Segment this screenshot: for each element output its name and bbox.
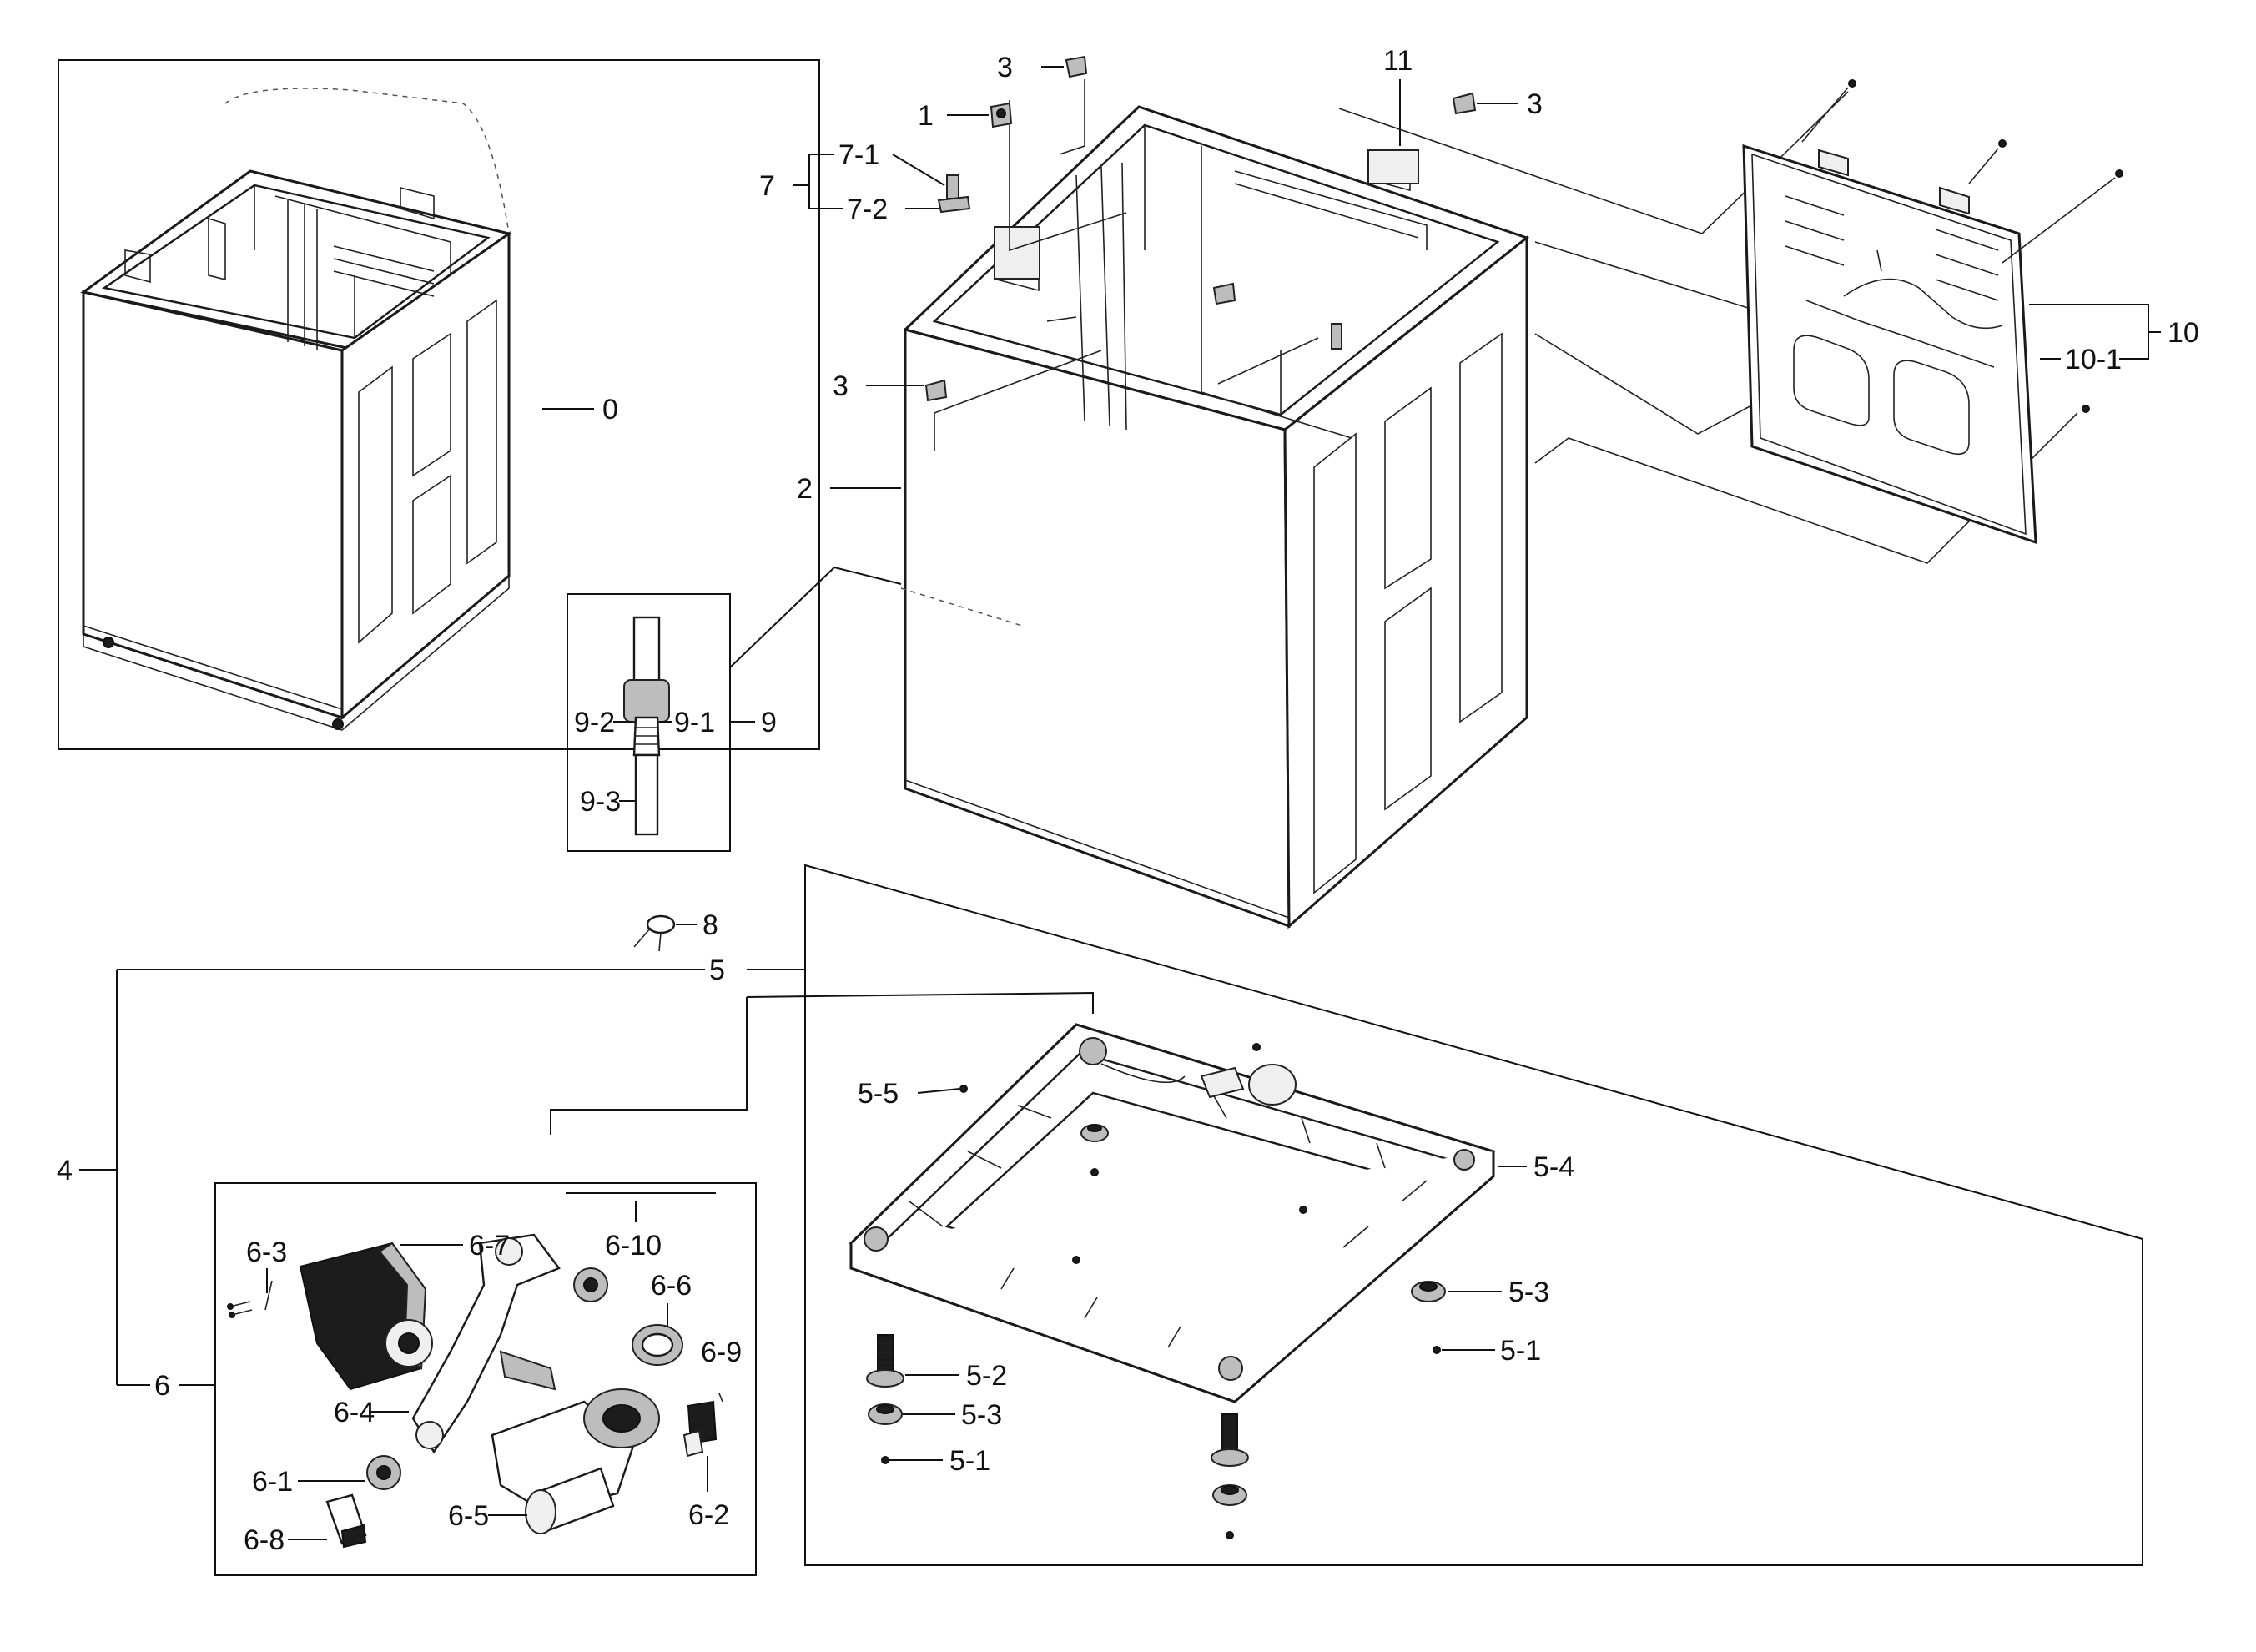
foot-icon [866,1124,1446,1506]
label-4: 4 [57,1155,73,1186]
label-6-6: 6-6 [651,1270,692,1302]
cabinet-icon [80,88,512,731]
label-7-1: 7-1 [838,139,879,171]
bracket-parts-group: 3 3 3 1 7 7-1 7-2 11 [759,45,1543,402]
label-9-2: 9-2 [574,707,615,738]
label-6-4: 6-4 [334,1397,375,1428]
label-5-5: 5-5 [858,1078,899,1110]
label-5-3-left: 5-3 [961,1399,1002,1431]
label-6-7: 6-7 [469,1230,510,1262]
hose-icon [623,616,670,836]
label-5: 5 [709,954,725,986]
label-3-left: 3 [833,370,849,402]
pump-icon [227,1233,723,1549]
back-panel-group: 10 10-1 [1742,79,2199,545]
base-frame-icon [849,1023,1497,1403]
cabinet-main-group: 2 [797,79,2078,929]
label-5-1-right: 5-1 [1500,1335,1541,1367]
label-3-top-left: 3 [997,52,1013,83]
label-1: 1 [918,100,934,132]
label-6-1: 6-1 [252,1466,293,1498]
label-6-5: 6-5 [448,1500,489,1532]
screw-icon [881,1043,1441,1539]
label-0: 0 [602,394,618,426]
cabinet-icon [900,105,1530,929]
hose-assembly-group: 9 9-2 9-1 9-3 8 [567,567,902,952]
label-7-2: 7-2 [847,194,888,225]
label-9-1: 9-1 [674,707,715,738]
label-6-8: 6-8 [244,1524,285,1556]
pump-assembly-group: 6-3 6-7 6-10 6-6 6-9 6-4 6-1 6-2 6-5 6-8 [214,1182,757,1576]
label-5-1-left: 5-1 [949,1445,990,1477]
label-6-10: 6-10 [605,1230,662,1262]
label-11: 11 [1383,45,1413,77]
label-6-3: 6-3 [246,1236,287,1268]
label-3-top-right: 3 [1527,88,1543,120]
base-assembly-group: 5 4 6 [57,864,2143,1566]
label-8: 8 [702,909,718,941]
label-6-9: 6-9 [701,1337,742,1368]
label-5-4: 5-4 [1533,1151,1574,1183]
pump-assembly-frame [214,1182,757,1576]
label-5-3-right: 5-3 [1508,1277,1549,1308]
label-7: 7 [759,170,775,202]
label-6: 6 [154,1370,170,1402]
label-5-2: 5-2 [966,1360,1007,1392]
label-10-1: 10-1 [2065,344,2122,375]
label-9-3: 9-3 [580,786,621,818]
label-10: 10 [2168,317,2199,349]
label-9: 9 [761,707,777,738]
label-2: 2 [797,473,813,505]
assembly-0-frame [58,59,820,750]
assembly-0-group: 0 [58,59,820,750]
label-6-2: 6-2 [688,1499,729,1531]
